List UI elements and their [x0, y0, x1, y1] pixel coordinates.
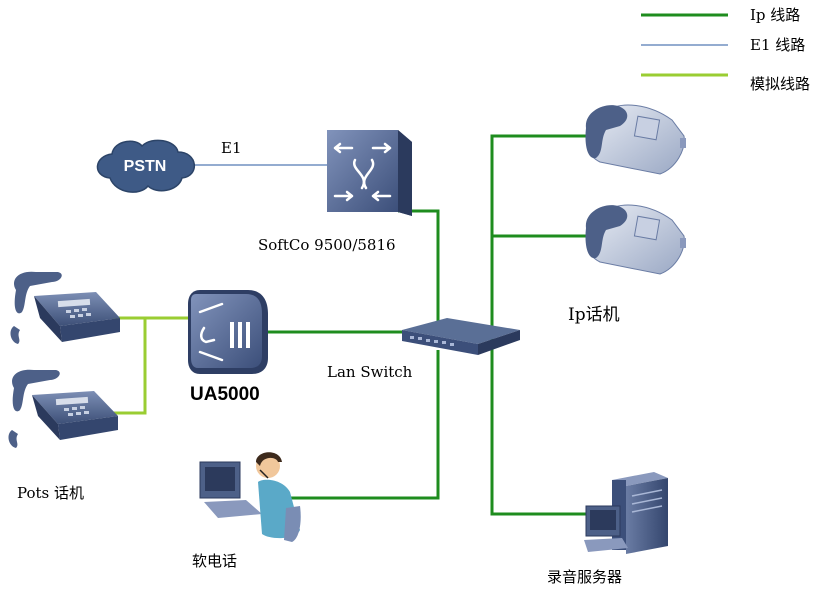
softco-switch-icon — [327, 130, 412, 216]
e1-link-label: E1 — [221, 139, 242, 157]
pots-phone-icon-2 — [8, 369, 118, 448]
pstn-label: PSTN — [124, 158, 167, 175]
ua5000-label: UA5000 — [190, 384, 260, 405]
ua5000-device-icon — [188, 290, 268, 374]
ip-phone-icon — [585, 104, 686, 175]
softphone-user-icon — [199, 452, 301, 542]
recording-server-icon — [584, 472, 668, 554]
pstn-cloud-icon: PSTN — [96, 139, 195, 193]
legend-e1-label: E1 线路 — [750, 36, 806, 54]
lan-switch-icon — [402, 318, 520, 355]
softco-label: SoftCo 9500/5816 — [258, 236, 396, 254]
analog-links — [108, 316, 188, 415]
legend-ip-label: Ip 线路 — [750, 6, 801, 24]
ip-phone-label: Ip话机 — [568, 305, 620, 325]
legend-analog-label: 模拟线路 — [750, 75, 811, 93]
lan-switch-label: Lan Switch — [327, 363, 413, 381]
pots-phone-label: Pots 话机 — [17, 484, 85, 502]
softphone-label: 软电话 — [192, 552, 238, 570]
recording-server-label: 录音服务器 — [547, 568, 623, 586]
ip-phone-icon-2 — [585, 204, 686, 275]
pots-phone-icon — [10, 271, 120, 344]
